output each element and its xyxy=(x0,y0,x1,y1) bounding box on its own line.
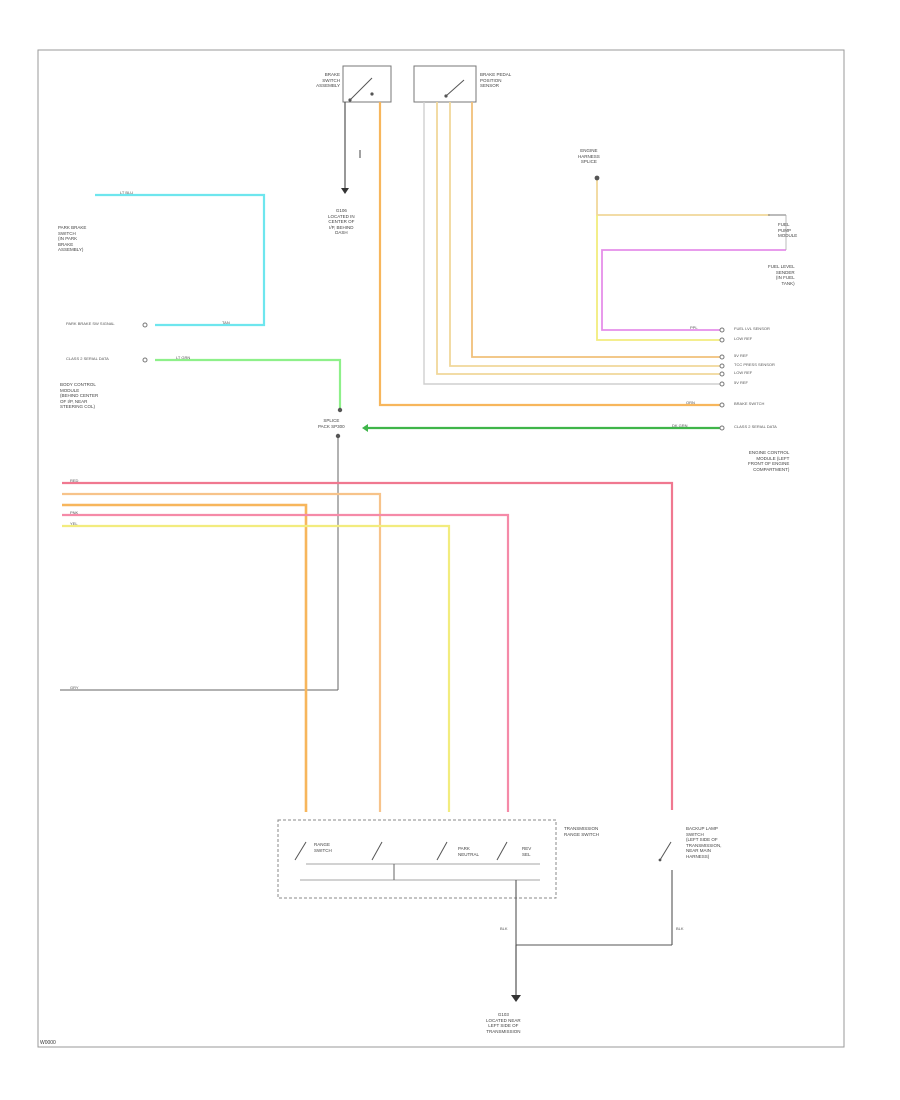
splice-pack-label: SPLICE PACK SP300 xyxy=(318,418,345,429)
wire-label-gry: GRY xyxy=(70,685,79,690)
g103-label: G103 LOCATED NEAR LEFT SIDE OF TRANSMISS… xyxy=(486,1012,521,1034)
wire-ltgrn xyxy=(155,358,342,408)
body-control-module-label: BODY CONTROL MODULE (BEHIND CENTER OF I/… xyxy=(60,382,99,409)
wire-orn-a xyxy=(62,492,382,812)
wire-label-ltblu: LT BLU xyxy=(120,190,134,195)
switch-inner-a-label: RANGE SWITCH xyxy=(314,842,332,853)
ecm-pin-5: LOW REF xyxy=(734,370,753,375)
wire-red xyxy=(62,481,674,810)
wire-tan-fuel xyxy=(596,180,770,216)
wire-tan-1 xyxy=(436,102,720,375)
brake-pedal-switch-label: BRAKE PEDAL POSITION SENSOR xyxy=(480,72,512,88)
wire-orn-2 xyxy=(471,102,720,358)
g106-label: G106 LOCATED IN CENTER OF I/P, BEHIND DA… xyxy=(328,208,355,235)
wire-label-orn: ORN xyxy=(686,400,695,405)
wire-ltblu xyxy=(95,193,266,327)
bcm-pin-2: CLASS 2 SERIAL DATA xyxy=(66,356,109,361)
fuel-sender-label: FUEL LEVEL SENDER (IN FUEL TANK) xyxy=(768,264,795,286)
footer-code: W0000 xyxy=(40,1040,56,1046)
ecm-label: ENGINE CONTROL MODULE (LEFT FRONT OF ENG… xyxy=(748,450,790,472)
ecm-pin-8: CLASS 2 SERIAL DATA xyxy=(734,424,777,429)
wire-label-ltgrn: LT GRN xyxy=(176,355,191,360)
wire-tan-2 xyxy=(449,102,720,367)
page-frame xyxy=(37,49,845,1048)
wire-yel xyxy=(62,524,451,812)
wire-tan-fuel-2 xyxy=(596,215,720,341)
ecm-pin-4: TCC PRESS SENSOR xyxy=(734,362,775,367)
wire-label-blk-2: BLK xyxy=(676,926,684,931)
wire-gry-1 xyxy=(423,102,720,385)
wire-pnk xyxy=(62,513,510,812)
switch-inner-c-label: REV SEL xyxy=(522,846,532,857)
wire-label-ppl: PPL xyxy=(690,325,698,330)
wire-label-yel: YEL xyxy=(70,521,78,526)
wire-label-red: RED xyxy=(70,478,79,483)
wire-orn-b xyxy=(62,503,308,812)
switch-inner-b-label: PARK NEUTRAL xyxy=(458,846,480,857)
park-brake-label: PARK BRAKE SWITCH (IN PARK BRAKE ASSEMBL… xyxy=(58,225,87,252)
ground-g106 xyxy=(341,188,349,194)
wire-label-blk: BLK xyxy=(500,926,508,931)
wire-orn-brake xyxy=(378,102,720,407)
bcm-pin-1: PARK BRAKE SW SIGNAL xyxy=(66,321,115,326)
ground-g103 xyxy=(511,995,521,1002)
transmission-range-switch-label: TRANSMISSION RANGE SWITCH xyxy=(564,826,600,837)
ecm-pin-2: LOW REF xyxy=(734,336,753,341)
ecm-pin-3: 5V REF xyxy=(734,353,749,358)
ecm-pin-1: FUEL LVL SENSOR xyxy=(734,326,770,331)
engine-harness-label: ENGINE HARNESS SPLICE xyxy=(578,148,600,164)
ecm-pin-7: BRAKE SWITCH xyxy=(734,401,765,406)
wire-ppl xyxy=(601,249,786,331)
wire-label-tan: TAN xyxy=(222,320,230,325)
backup-lamp-switch-label: BACKUP LAMP SWITCH (LEFT SIDE OF TRANSMI… xyxy=(686,826,722,859)
fuel-pump-label: FUEL PUMP MODULE xyxy=(778,222,798,238)
wire-label-dkgrn: DK GRN xyxy=(672,423,688,428)
transmission-range-switch xyxy=(277,819,557,899)
brake-switch-label: BRAKE SWITCH ASSEMBLY xyxy=(316,72,340,88)
brake-switch-box xyxy=(342,65,392,103)
wire-label-pnk: PNK xyxy=(70,510,79,515)
ecm-pin-6: 5V REF xyxy=(734,380,749,385)
brake-pedal-switch-box xyxy=(413,65,477,103)
